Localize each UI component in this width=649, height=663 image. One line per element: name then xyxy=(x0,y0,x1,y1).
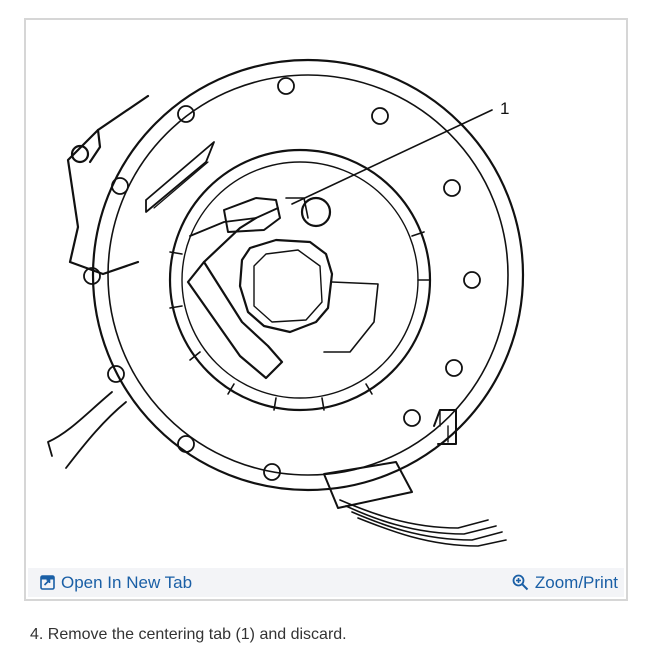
figure-toolbar: Open In New Tab Zoom/Print xyxy=(28,568,624,597)
open-in-new-tab-label: Open In New Tab xyxy=(61,572,193,592)
centering-tab xyxy=(223,197,281,233)
callout-number: 1 xyxy=(500,99,509,118)
open-in-new-tab-link[interactable]: Open In New Tab xyxy=(40,573,192,593)
zoom-print-link[interactable]: Zoom/Print xyxy=(512,573,618,593)
callout-leader xyxy=(291,109,493,205)
rotor-ring xyxy=(168,148,432,412)
clockspring-diagram: 1 xyxy=(47,58,525,547)
figure-frame: 1 Open In New Tab xyxy=(24,18,628,601)
open-in-new-tab-icon xyxy=(40,575,55,590)
zoom-print-label: Zoom/Print xyxy=(534,572,618,592)
step-caption: 4. Remove the centering tab (1) and disc… xyxy=(30,626,347,643)
housing-outer xyxy=(91,58,525,492)
zoom-in-icon xyxy=(512,574,529,591)
centering-tab-pin xyxy=(300,196,332,228)
housing-bolts xyxy=(83,77,481,481)
